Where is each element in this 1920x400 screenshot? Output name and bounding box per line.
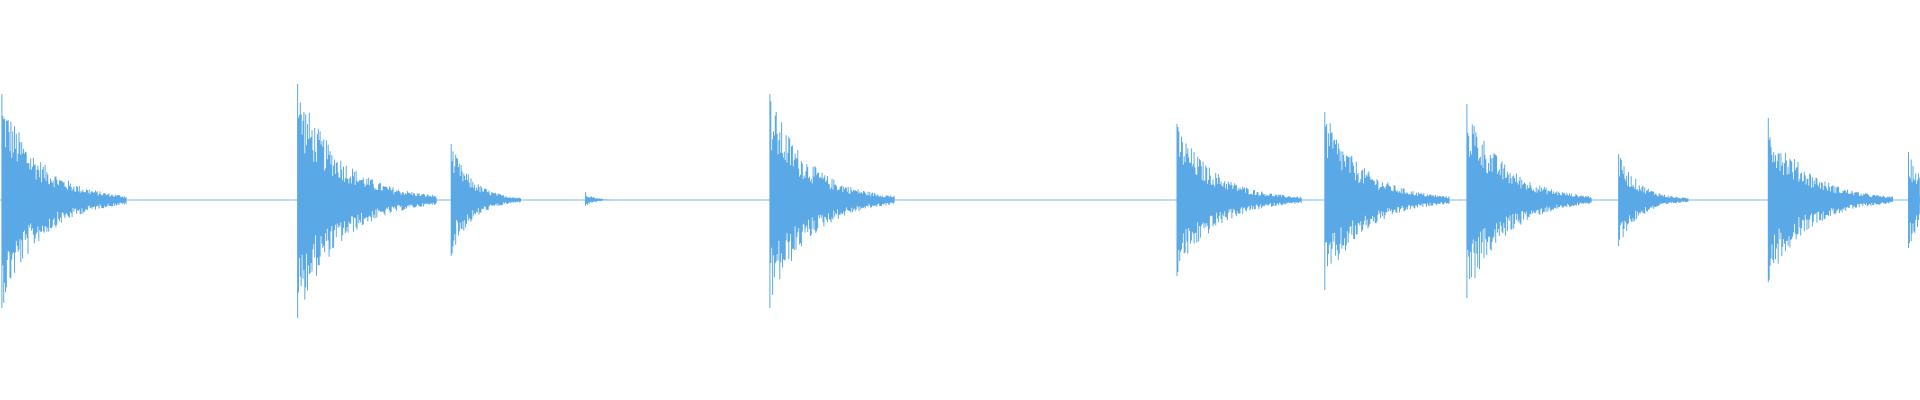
- waveform-transients: [1, 84, 1920, 318]
- waveform-transient-body: [1324, 180, 1365, 220]
- waveform-transient: [1, 94, 127, 308]
- waveform-transient: [585, 192, 614, 206]
- waveform-transient: [1324, 112, 1450, 290]
- waveform-transient-body: [297, 174, 338, 226]
- waveform-transient: [1908, 152, 1920, 248]
- waveform-transient: [1767, 118, 1893, 282]
- waveform-transient-body: [1466, 178, 1507, 222]
- waveform-transient-path: [585, 192, 614, 206]
- waveform-transient: [297, 84, 437, 318]
- waveform-transient-body: [1768, 181, 1809, 219]
- waveform-transient-body: [1908, 189, 1920, 211]
- waveform-transient-body: [1, 176, 42, 224]
- waveform-transient: [1618, 154, 1689, 246]
- waveform-transient-body: [1176, 183, 1217, 217]
- waveform-transient: [1176, 124, 1302, 276]
- waveform-transient-body: [585, 198, 597, 202]
- waveform-transient-body: [451, 187, 479, 213]
- waveform-transient: [769, 94, 895, 308]
- waveform-transient: [1466, 104, 1592, 298]
- waveform-transient: [450, 144, 521, 256]
- waveform-transient-body: [769, 176, 810, 224]
- waveform-transient-body: [1618, 189, 1646, 211]
